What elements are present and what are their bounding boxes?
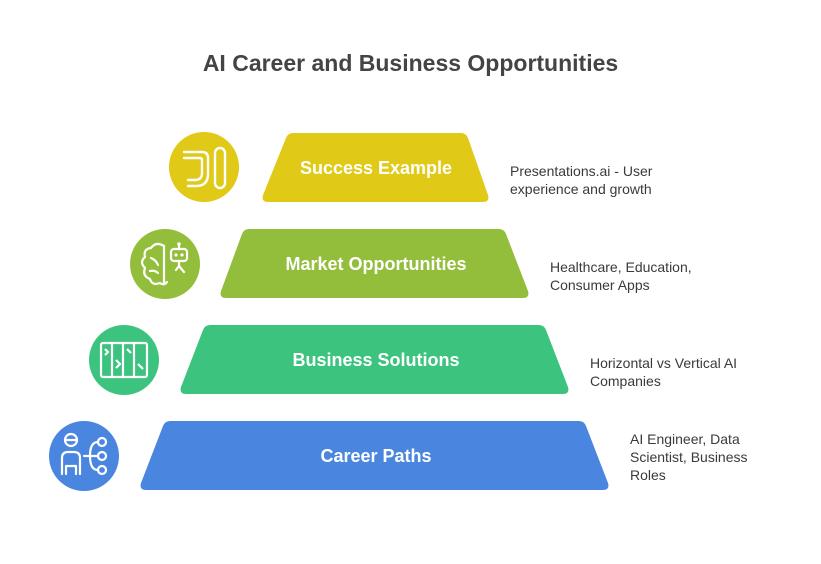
tier-shape (220, 229, 529, 298)
person-network-icon (49, 421, 119, 491)
tier-description-business-solutions: Horizontal vs Vertical AI Companies (590, 355, 738, 389)
presentation-logo-icon (169, 132, 239, 202)
tier-description-career-paths: AI Engineer, Data Scientist, Business Ro… (630, 431, 748, 483)
tier-label: Career Paths (320, 446, 431, 466)
diagram-title: AI Career and Business Opportunities (202, 50, 619, 76)
tier-label: Market Opportunities (285, 254, 466, 274)
building-blocks-icon (89, 325, 159, 395)
tier-shape (140, 421, 609, 490)
tier-description-success-example: Presentations.ai - User experience and g… (510, 163, 653, 197)
tier-success-example: Success Example (169, 132, 489, 202)
tier-shape (180, 325, 569, 394)
tier-label: Success Example (300, 158, 452, 178)
ai-brain-robot-icon (130, 229, 200, 299)
tier-shape (262, 133, 489, 202)
tier-market-opportunities: Market Opportunities (130, 229, 529, 299)
tier-career-paths: Career Paths (49, 421, 609, 491)
tier-label: Business Solutions (292, 350, 459, 370)
tier-business-solutions: Business Solutions (89, 325, 569, 395)
tier-description-market-opportunities: Healthcare, Education, Consumer Apps (550, 259, 692, 293)
